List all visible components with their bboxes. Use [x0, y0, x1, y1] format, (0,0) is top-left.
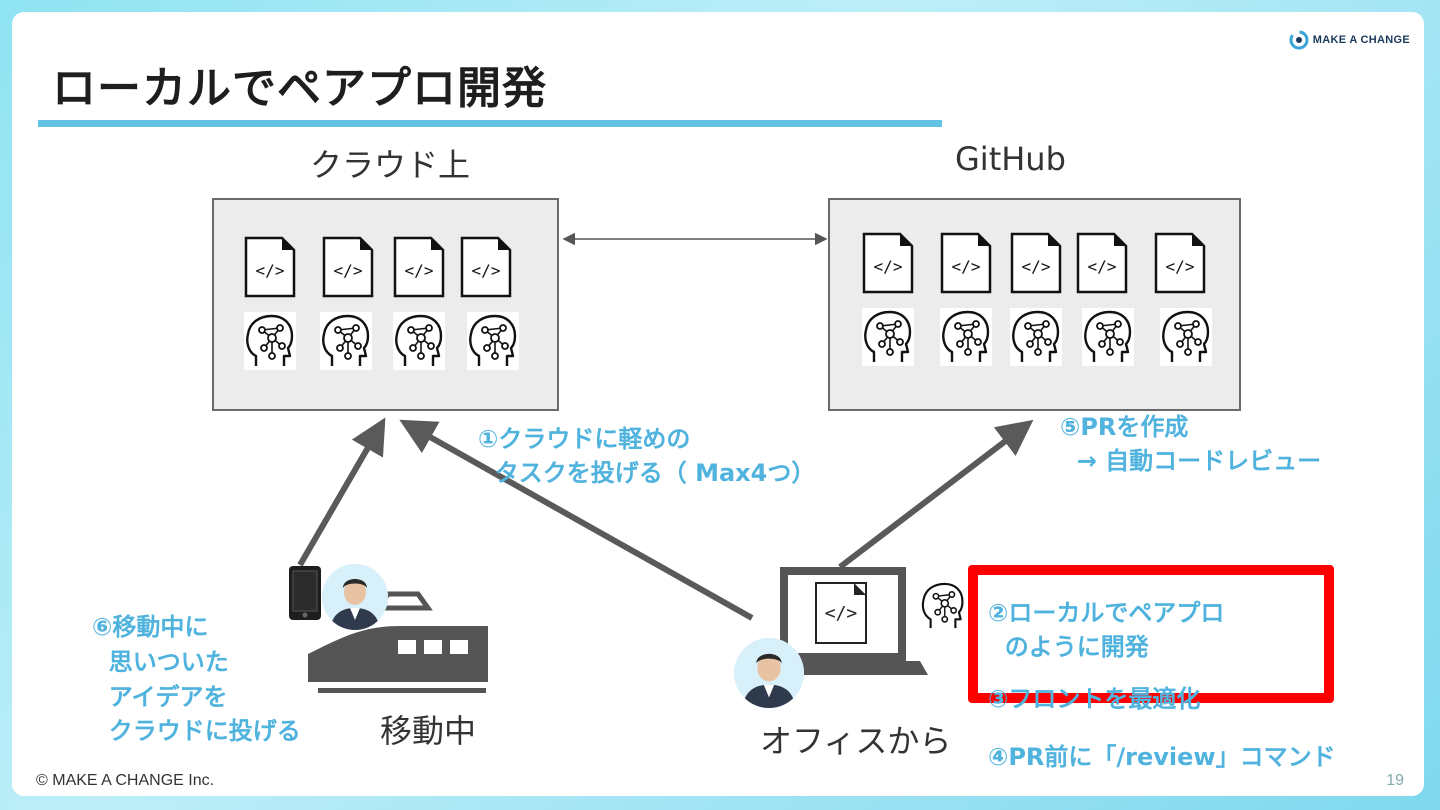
logo-icon [1289, 30, 1309, 50]
code-file-icon: </> [1076, 232, 1128, 294]
step3-text: ③フロントを最適化 [988, 685, 1201, 713]
arrow-layer [297, 232, 1034, 621]
step6-text: ⑥移動中に 思いついた アイデアを クラウドに投げる [92, 613, 301, 746]
ai-brain-icon [920, 580, 966, 632]
svg-text:</>: </> [405, 261, 434, 280]
step2-text: ②ローカルでペアプロ のように開発 [988, 599, 1225, 662]
github-label: GitHub [955, 140, 1066, 178]
step1-text: ①クラウドに軽めの タスクを投げる（ Max4つ） [478, 425, 816, 488]
code-file-icon: </> [1010, 232, 1062, 294]
svg-text:</>: </> [472, 261, 501, 280]
copyright: © MAKE A CHANGE Inc. [36, 772, 215, 789]
arrow-phone-to-cloud [297, 417, 386, 567]
svg-text:</>: </> [1088, 257, 1117, 276]
ai-brain-icon [862, 308, 914, 366]
brand-logo: MAKE A CHANGE [1289, 30, 1410, 50]
smartphone-icon [289, 566, 321, 620]
svg-text:</>: </> [825, 603, 858, 624]
arrow-office-to-cloud [399, 419, 754, 621]
avatar [734, 638, 804, 708]
ai-brain-icon [244, 312, 296, 370]
cloud-label: クラウド上 [310, 146, 471, 184]
step4-text: ④PR前に「/review」コマンド [988, 743, 1336, 771]
train-icon [308, 591, 488, 693]
ai-brain-icon [940, 308, 992, 366]
ai-brain-icon [1082, 308, 1134, 366]
arrow-office-to-github [838, 419, 1034, 570]
ai-brain-icon [393, 312, 445, 370]
logo-text: MAKE A CHANGE [1312, 34, 1410, 46]
ai-brain-icon [1010, 308, 1062, 366]
laptop-icon: </> [780, 567, 928, 675]
code-file-icon: </> [940, 232, 992, 294]
svg-text:</>: </> [952, 257, 981, 276]
svg-text:</>: </> [334, 261, 363, 280]
ai-brain-icon [320, 312, 372, 370]
code-file-icon: </> [393, 236, 445, 298]
svg-text:</>: </> [1166, 257, 1195, 276]
highlight-box [968, 565, 1334, 703]
svg-text:</>: </> [256, 261, 285, 280]
page-number: 19 [1386, 772, 1404, 789]
code-file-icon: </> [862, 232, 914, 294]
ai-brain-icon [1160, 308, 1212, 366]
title-underline [38, 120, 942, 127]
page-title: ローカルでペアプロ開発 [52, 63, 547, 114]
code-file-icon: </> [322, 236, 374, 298]
slide: ローカルでペアプロ開発 MAKE A CHANGE クラウド上 GitHub <… [12, 12, 1424, 796]
svg-text:</>: </> [874, 257, 903, 276]
avatar [322, 564, 388, 630]
moving-caption: 移動中 [380, 712, 477, 750]
code-file-icon: </> [1154, 232, 1206, 294]
cloud-box [212, 198, 559, 411]
code-file-icon: </> [244, 236, 296, 298]
svg-text:</>: </> [1022, 257, 1051, 276]
step5-text: ⑤PRを作成 → 自動コードレビュー [1060, 413, 1322, 476]
office-caption: オフィスから [760, 722, 952, 760]
ai-brain-icon [467, 312, 519, 370]
code-file-icon: </> [460, 236, 512, 298]
